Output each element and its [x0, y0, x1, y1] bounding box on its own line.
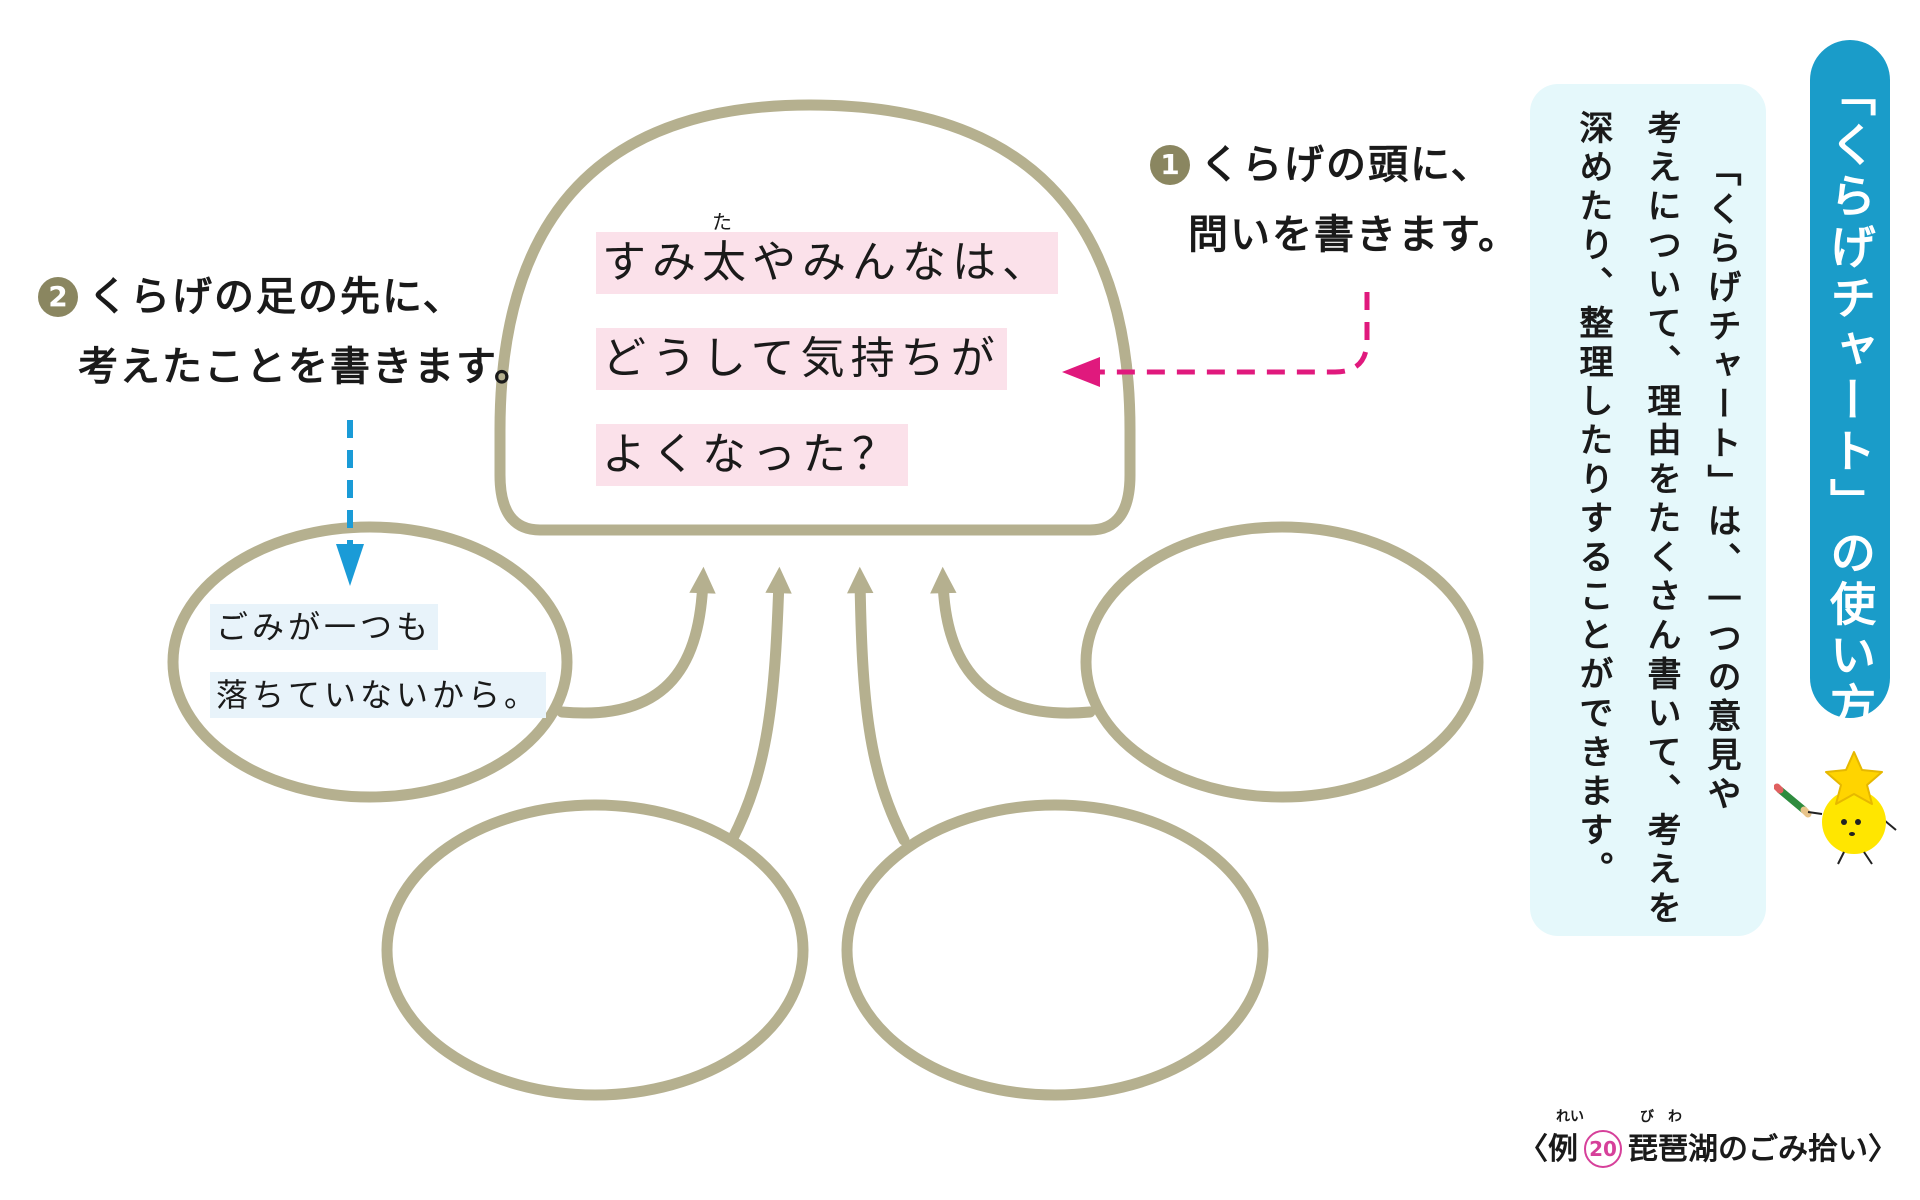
- tentacle-oval-1: [167, 521, 573, 803]
- tentacle-oval-2: [381, 799, 809, 1101]
- pink-arrowhead: [1062, 357, 1100, 387]
- step2-line2: 考えたことを書きます。: [78, 344, 536, 390]
- question-text: た すみ太やみんなは、 どうして気持ちが よくなった？: [596, 210, 1058, 520]
- tentacle-line-3: [847, 566, 910, 846]
- step2-line1: くらげの足の先に、: [88, 274, 465, 320]
- tentacle-line-1: [556, 566, 716, 719]
- explanation-col-2: 考えについて、理由をたくさん書いて、考えを: [1641, 110, 1681, 929]
- step2-badge: 2: [38, 277, 78, 317]
- tentacle-oval-4: [1080, 521, 1484, 803]
- blue-arrowhead: [336, 544, 364, 586]
- star-mascot-icon: [1774, 751, 1897, 865]
- footer-biwa-ruby: びわ: [1640, 1109, 1696, 1125]
- step1-line2: 問いを書きます。: [1188, 212, 1520, 258]
- footer-rest: 湖のごみ拾い: [1688, 1132, 1868, 1167]
- tentacle-line-2: [726, 566, 792, 846]
- question-line-1: た すみ太やみんなは、: [596, 210, 1058, 294]
- question-line-2: どうして気持ちが: [596, 328, 1007, 390]
- explanation-panel: [1530, 84, 1766, 936]
- footer-biwa: 琵琶: [1628, 1132, 1688, 1167]
- tentacle-line-4: [930, 566, 1096, 719]
- step1-line1: くらげの頭に、: [1200, 142, 1493, 188]
- jellyfish-head: [494, 99, 1136, 536]
- question-line-3: よくなった？: [596, 424, 908, 486]
- footer-rei-ruby: れい: [1556, 1109, 1584, 1125]
- question-ruby: た: [712, 210, 732, 234]
- explanation-col-1: 「くらげチャート」は、一つの意見や: [1701, 152, 1741, 815]
- step1-badge: 1: [1150, 145, 1190, 185]
- explanation-col-3: 深めたり、整理したりすることができます。: [1573, 110, 1613, 890]
- footer-rei: 例: [1548, 1132, 1578, 1167]
- answer-text: ごみが一つも 落ちていないから。: [210, 604, 547, 740]
- title-banner: 「くらげチャート」の使い方: [1810, 40, 1890, 733]
- tentacle-oval-3: [841, 799, 1269, 1101]
- footer-number-badge: 20: [1584, 1130, 1622, 1168]
- pink-dashed-arrow: [1100, 292, 1370, 375]
- answer-line-2: 落ちていないから。: [210, 672, 547, 718]
- answer-line-1: ごみが一つも: [210, 604, 439, 650]
